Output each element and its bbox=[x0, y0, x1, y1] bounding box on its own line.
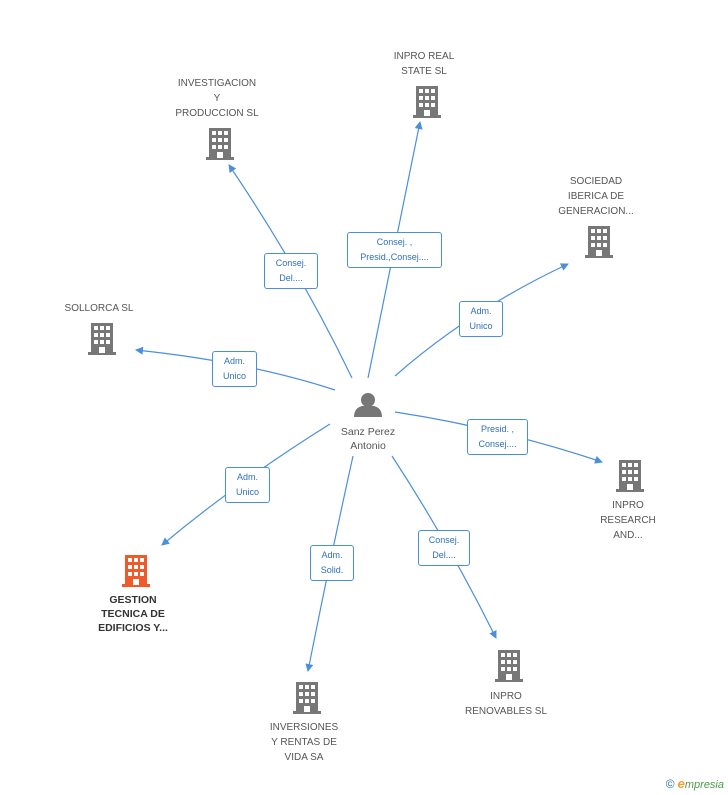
company-label-inpro-research[interactable]: INPRO RESEARCH AND... bbox=[600, 500, 656, 541]
brand-logo-text: mpresia bbox=[684, 779, 724, 791]
building-icon[interactable] bbox=[293, 682, 321, 714]
company-label-sociedad[interactable]: SOCIEDAD IBERICA DE GENERACION... bbox=[558, 176, 634, 217]
company-label-inpro-real[interactable]: INPRO REAL STATE SL bbox=[393, 51, 455, 77]
building-icon[interactable] bbox=[88, 323, 116, 355]
edge-label-inversiones[interactable]: Adm. Solid. bbox=[310, 545, 354, 581]
building-icon[interactable] bbox=[495, 650, 523, 682]
building-icon[interactable] bbox=[616, 460, 644, 492]
building-icon[interactable] bbox=[206, 128, 234, 160]
company-label-inversiones[interactable]: INVERSIONES Y RENTAS DE VIDA SA bbox=[269, 722, 339, 763]
building-icon[interactable] bbox=[122, 555, 150, 587]
company-label-inpro-renovables[interactable]: INPRO RENOVABLES SL bbox=[464, 691, 548, 717]
company-label-sollorca[interactable]: SOLLORCA SL bbox=[64, 303, 134, 314]
building-icon[interactable] bbox=[585, 226, 613, 258]
edge-label-investigacion[interactable]: Consej. Del.... bbox=[264, 253, 318, 289]
company-label-investigacion[interactable]: INVESTIGACION Y PRODUCCION SL bbox=[175, 78, 259, 119]
person-icon[interactable] bbox=[354, 393, 382, 417]
edge-label-inpro-research[interactable]: Presid. , Consej.... bbox=[467, 419, 528, 455]
person-name[interactable]: Sanz Perez Antonio bbox=[340, 426, 396, 452]
edge-label-inpro-renovables[interactable]: Consej. Del.... bbox=[418, 530, 470, 566]
company-label-gestion[interactable]: GESTION TECNICA DE EDIFICIOS Y... bbox=[98, 594, 168, 634]
brand-logo-e: e bbox=[677, 776, 685, 791]
edge-label-gestion[interactable]: Adm. Unico bbox=[225, 467, 270, 503]
building-icon[interactable] bbox=[413, 86, 441, 118]
empresia-watermark: © empresia bbox=[666, 776, 724, 791]
copyright-icon: © bbox=[665, 777, 675, 791]
edge-label-inpro-real[interactable]: Consej. , Presid.,Consej.... bbox=[347, 232, 442, 268]
edge-label-sollorca[interactable]: Adm. Unico bbox=[212, 351, 257, 387]
edge-label-sociedad[interactable]: Adm. Unico bbox=[459, 301, 503, 337]
